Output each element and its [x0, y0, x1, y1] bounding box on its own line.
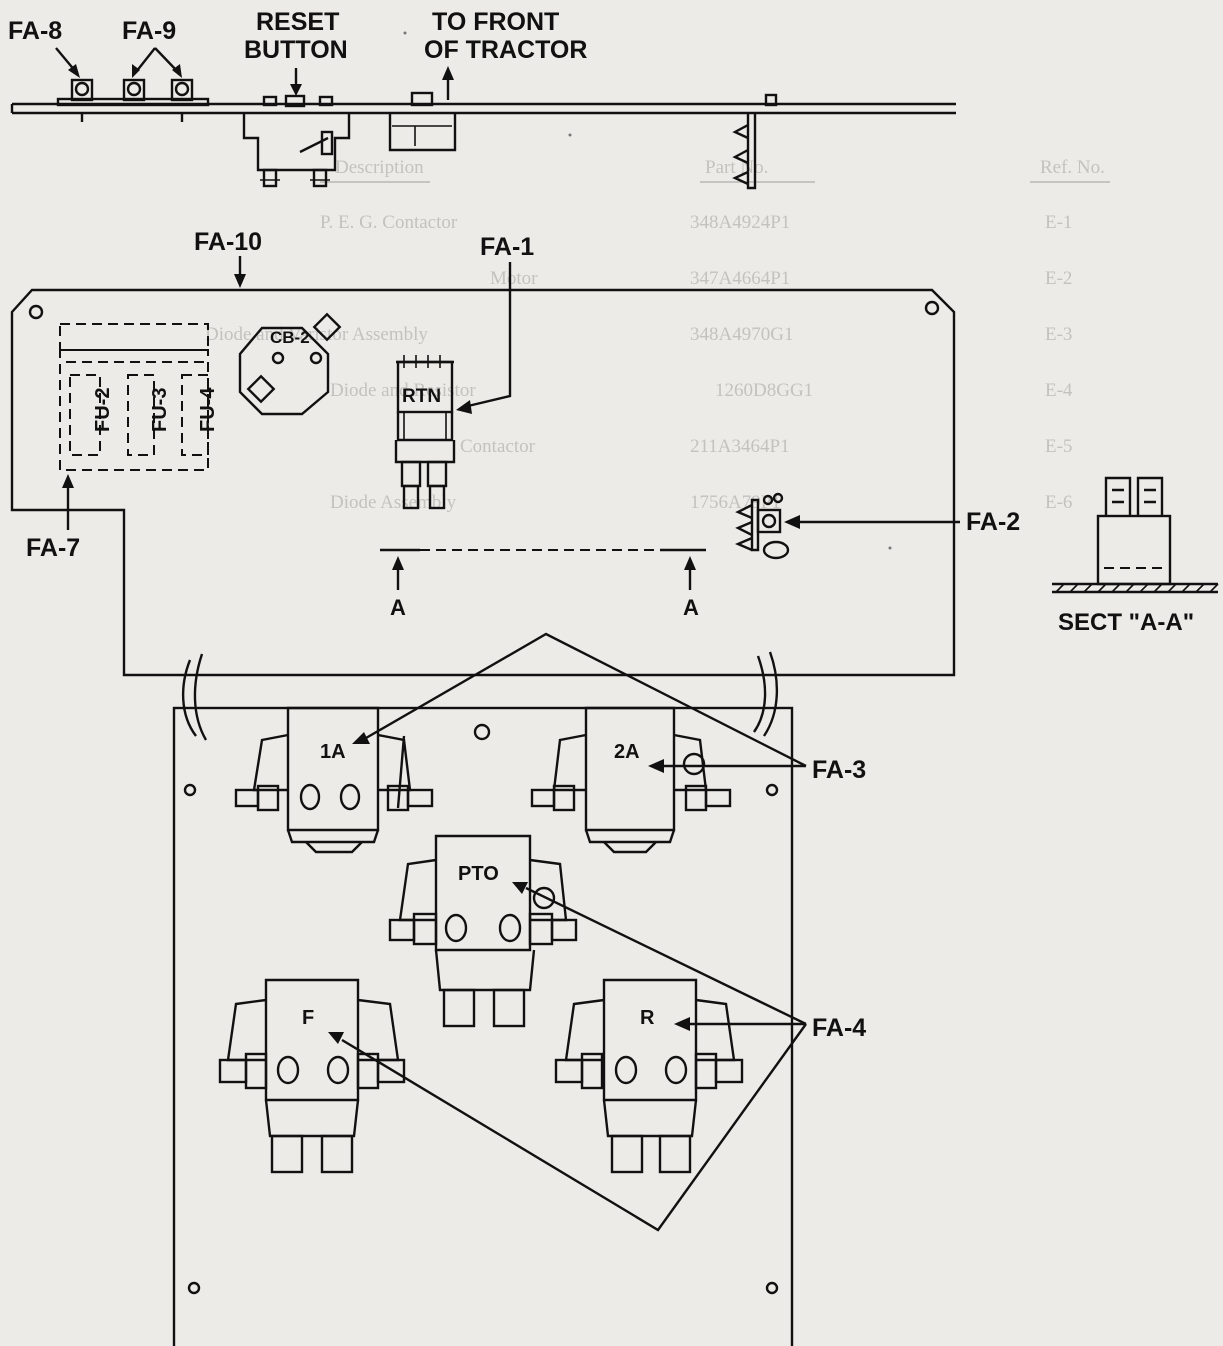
bleed-row-part: 211A3464P1 [690, 436, 790, 457]
fuse-holder: FU-2 FU-3 FU-4 [59, 323, 219, 471]
contactor-panel [172, 706, 794, 1346]
callout-fa4: FA-4 [812, 1014, 866, 1042]
callout-fa10: FA-10 [194, 228, 262, 256]
bleed-row-ref: E-5 [1045, 436, 1072, 457]
bleed-header-ref-no: Ref. No. [1040, 157, 1105, 178]
section-title: SECT "A-A" [1058, 609, 1194, 636]
label-cb2: CB-2 [270, 328, 310, 347]
label-1a: 1A [320, 741, 346, 763]
contactor-r: R [554, 978, 744, 1174]
label-f: F [302, 1007, 314, 1029]
top-side-view [10, 47, 956, 190]
bleed-row-part: 1260D8GG1 [715, 380, 813, 401]
label-front-2: OF TRACTOR [424, 36, 587, 64]
bleed-row-ref: E-1 [1045, 212, 1072, 233]
contactor-2a: 2A [530, 706, 732, 854]
fa2-component [734, 492, 790, 560]
section-mark-left: A [390, 595, 406, 620]
contactor-f: F [218, 978, 406, 1174]
section-mark-right: A [683, 595, 699, 620]
bleed-row-part: 348A4924P1 [690, 212, 790, 233]
main-panel-outline [10, 288, 956, 677]
bleed-row-desc: P. E. G. Contactor [320, 212, 458, 233]
callout-fa2: FA-2 [966, 508, 1020, 536]
bleed-header-description: Description [335, 157, 424, 178]
label-fa8: FA-8 [8, 17, 62, 45]
bleed-row-desc: Diode and Resistor [330, 380, 476, 401]
bleed-row-desc: Contactor [460, 436, 536, 457]
callout-fa1: FA-1 [480, 233, 534, 261]
bleed-row-ref: E-2 [1045, 268, 1072, 289]
contactor-1a: 1A [234, 706, 434, 854]
bleed-header-part-no: Part No. [705, 157, 768, 178]
callout-fa3: FA-3 [812, 756, 866, 784]
fuse-fu4: FU-4 [197, 387, 219, 432]
bleed-row-desc: Motor [490, 268, 538, 289]
label-reset-1: RESET [256, 8, 339, 36]
bleed-row-ref: E-6 [1045, 492, 1072, 513]
label-2a: 2A [614, 741, 640, 763]
rtn-relay: RTN [394, 355, 456, 510]
label-front-1: TO FRONT [432, 8, 559, 36]
label-reset-2: BUTTON [244, 36, 348, 64]
label-rtn: RTN [402, 386, 441, 407]
bleed-row-part: 348A4970G1 [690, 324, 793, 345]
fuse-fu2: FU-2 [92, 388, 114, 432]
bleed-row-ref: E-3 [1045, 324, 1072, 345]
circuit-breaker-cb2: CB-2 [238, 312, 342, 416]
label-r: R [640, 1007, 655, 1029]
label-pto: PTO [458, 863, 499, 885]
section-aa-detail [1052, 476, 1219, 594]
fuse-fu3: FU-3 [149, 388, 171, 432]
contactor-pto: PTO [388, 834, 578, 1028]
bleed-row-part: 347A4664P1 [690, 268, 790, 289]
bleed-row-ref: E-4 [1045, 380, 1073, 401]
bleed-through-table: Description Part No. Ref. No. P. E. G. C… [205, 157, 1110, 513]
bleed-row-desc: Diode Assembly [330, 492, 457, 513]
callout-fa7: FA-7 [26, 534, 80, 562]
label-fa9: FA-9 [122, 17, 176, 45]
